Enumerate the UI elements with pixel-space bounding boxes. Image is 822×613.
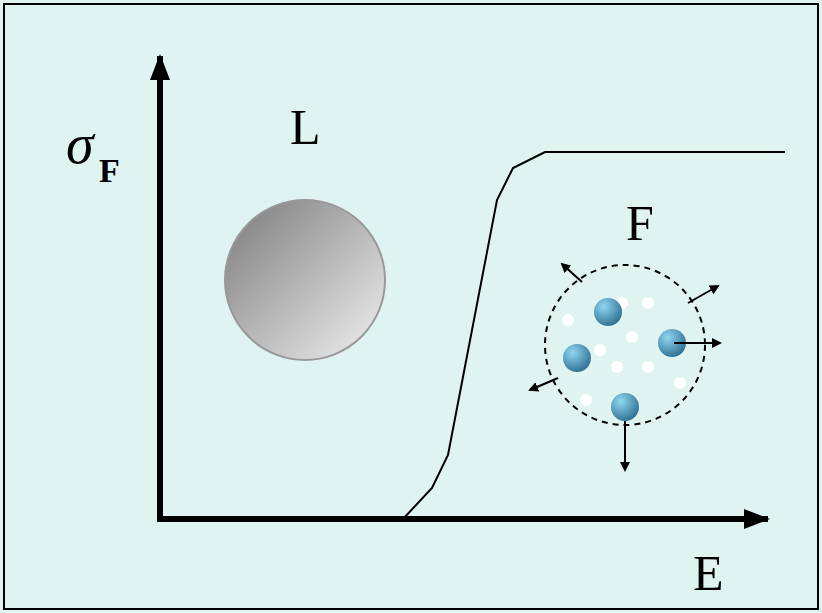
x-axis bbox=[157, 516, 768, 522]
region-label: L bbox=[290, 102, 321, 152]
y-axis bbox=[157, 56, 163, 521]
axis-subscript: F bbox=[99, 154, 120, 188]
axis-label: E bbox=[693, 548, 724, 598]
nucleus-sphere bbox=[225, 200, 385, 360]
axis-symbol: σ bbox=[66, 116, 94, 172]
region-label: F bbox=[626, 198, 654, 248]
frame bbox=[4, 4, 818, 609]
fission-figure bbox=[530, 264, 720, 470]
cross-section-curve bbox=[403, 152, 785, 519]
